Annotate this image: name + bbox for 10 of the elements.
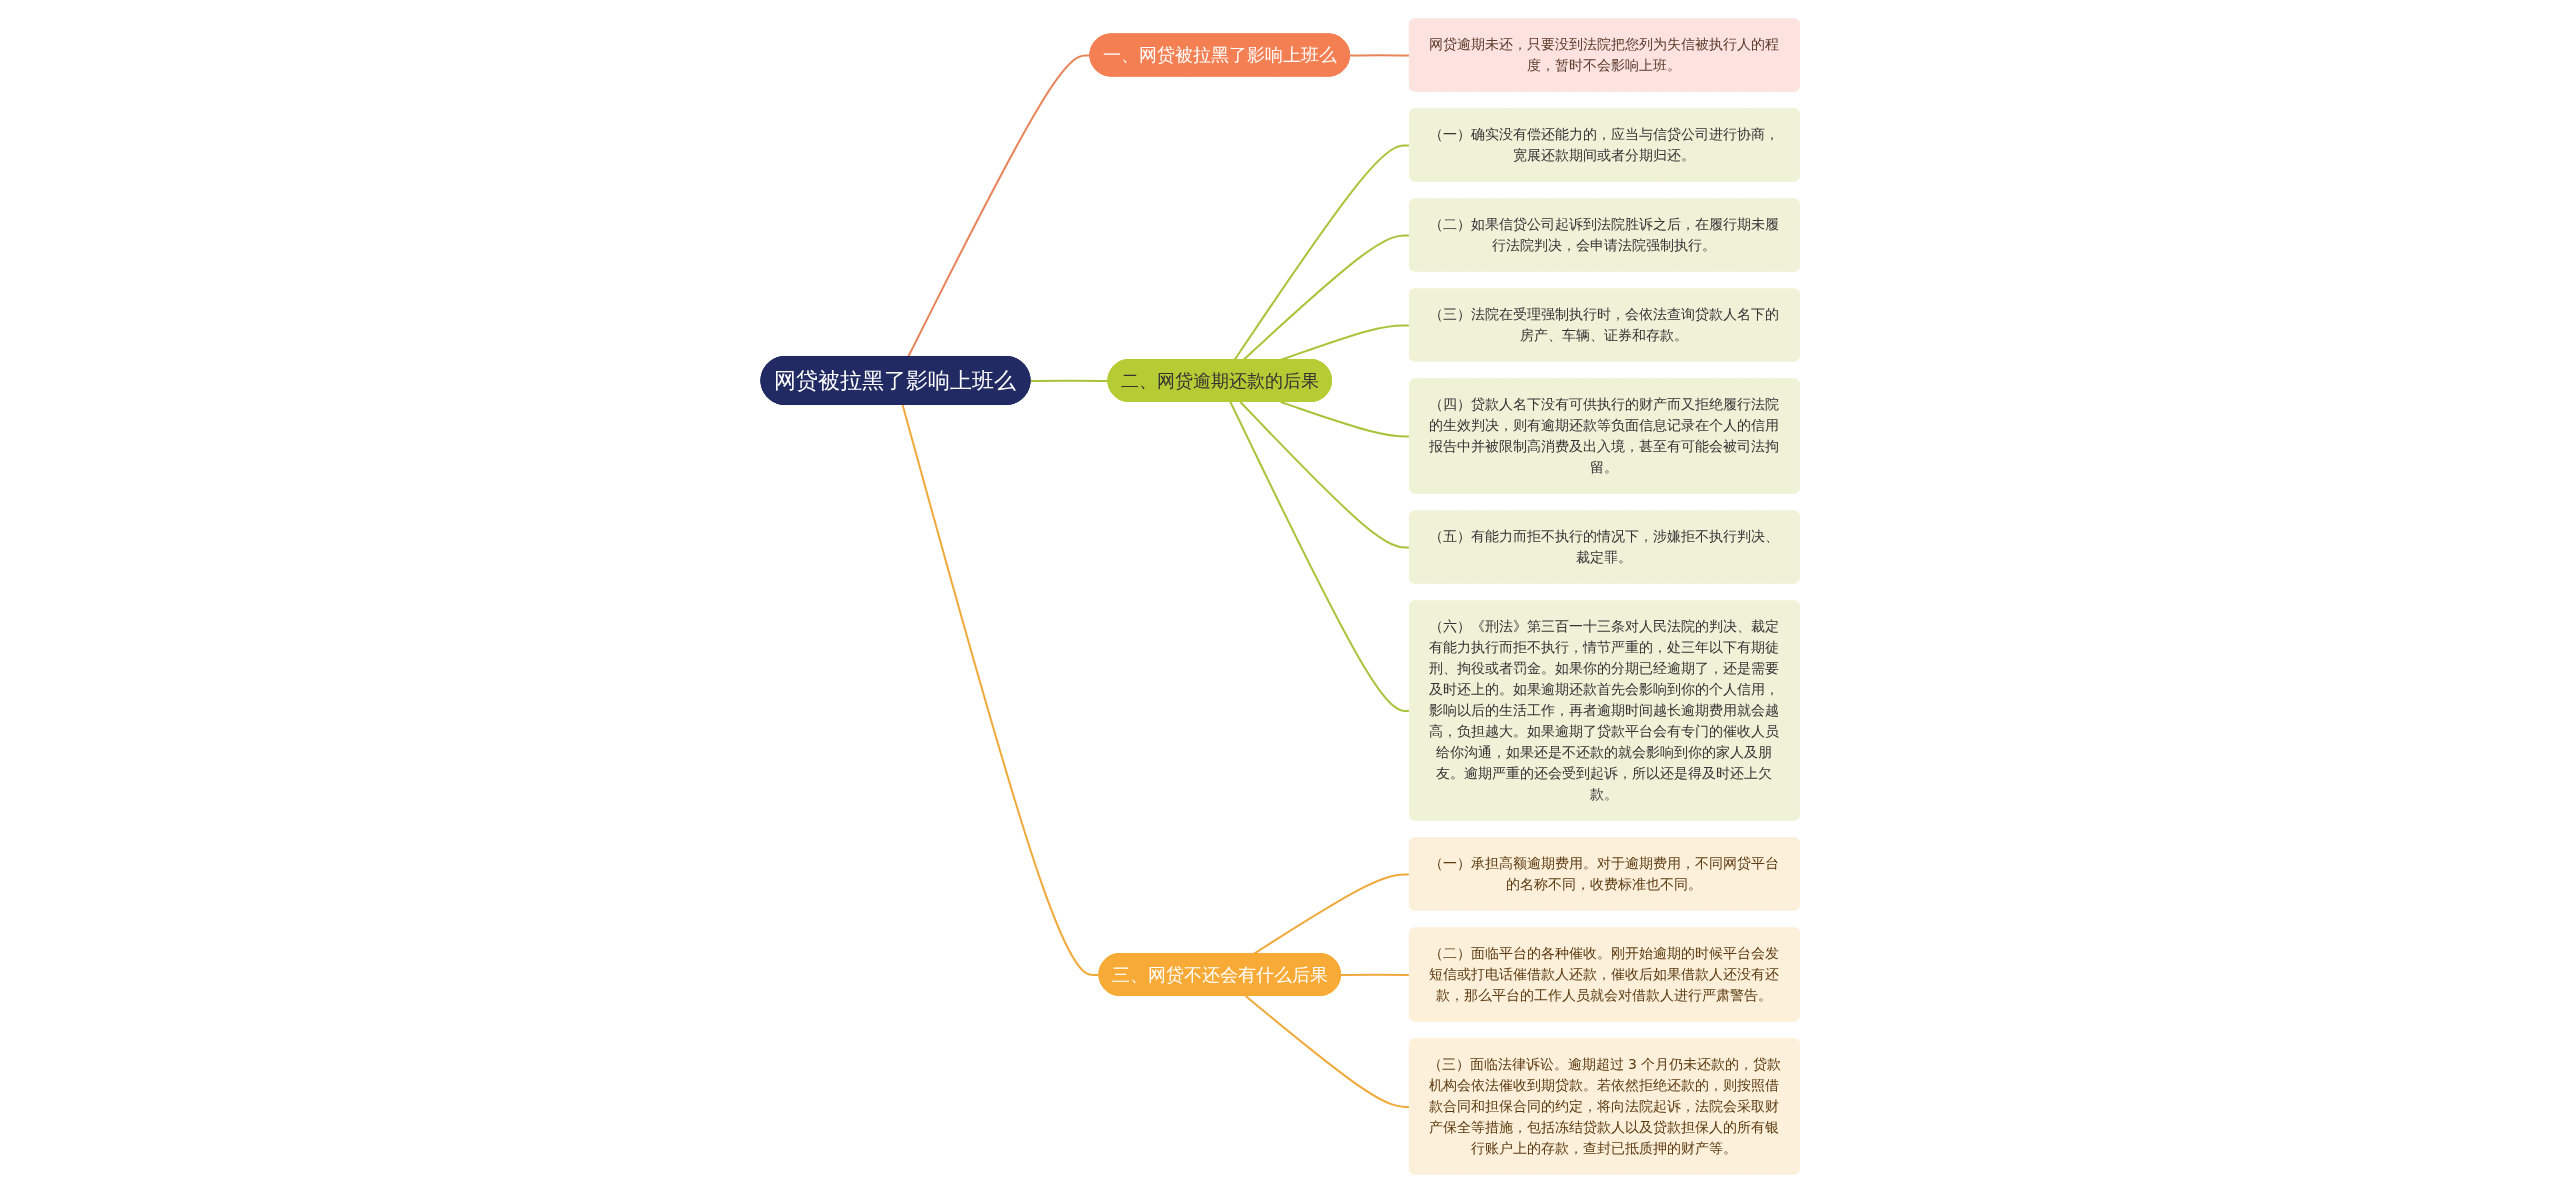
connector (1279, 401, 1411, 438)
connector (1252, 873, 1411, 955)
connector (1242, 234, 1411, 361)
connector (1029, 379, 1110, 382)
connector (1244, 995, 1411, 1108)
connector (1339, 973, 1411, 976)
connector (1229, 401, 1411, 712)
connector (1233, 144, 1411, 361)
connector (1239, 401, 1411, 549)
connector (1348, 54, 1411, 57)
